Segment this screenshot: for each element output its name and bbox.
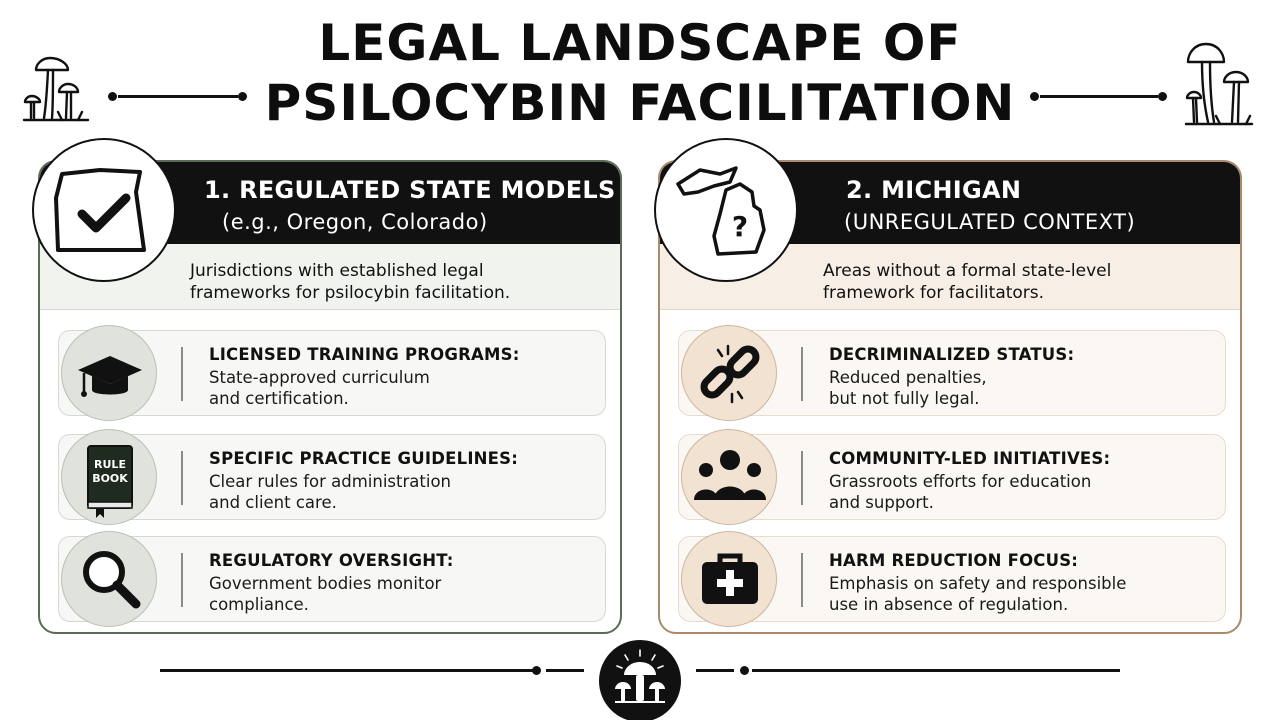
icon-circle [61,531,157,627]
panel-description-text: Jurisdictions with established legal fra… [190,261,511,303]
item-body: Clear rules for administration and clien… [209,472,451,512]
panel-subheading: (UNREGULATED CONTEXT) [844,210,1136,234]
bottom-emblem [599,640,681,720]
item-title: HARM REDUCTION FOCUS: [829,551,1079,570]
page-title-line-2: PSILOCYBIN FACILITATION [264,74,1016,132]
item-divider [181,347,183,401]
footer-divider-right-short [696,669,734,672]
title-divider-left [118,95,238,98]
footer-divider-left-short [546,669,584,672]
item-title: SPECIFIC PRACTICE GUIDELINES: [209,449,519,468]
list-item-licensed-training: LICENSED TRAINING PROGRAMS: State-approv… [58,325,606,421]
mushroom-icon [1184,42,1254,126]
icon-circle [681,429,777,525]
michigan-question-icon: ? [676,166,766,256]
icon-circle [61,325,157,421]
list-item-decriminalized-status: DECRIMINALIZED STATUS: Reduced penalties… [678,325,1226,421]
item-title: COMMUNITY-LED INITIATIVES: [829,449,1111,468]
item-divider [181,553,183,607]
michigan-panel: 2. MICHIGAN (UNREGULATED CONTEXT) Areas … [658,160,1242,634]
rule-book-label: RULE BOOK [92,458,128,485]
icon-circle [681,531,777,627]
title-divider-dot [238,92,247,101]
item-title: LICENSED TRAINING PROGRAMS: [209,345,520,364]
item-title: REGULATORY OVERSIGHT: [209,551,454,570]
item-body: Reduced penalties, but not fully legal. [829,368,987,408]
mushroom-icon [22,56,90,122]
item-divider [801,553,803,607]
title-divider-dot [108,92,117,101]
title-divider-dot [1030,92,1039,101]
list-item-harm-reduction: HARM REDUCTION FOCUS: Emphasis on safety… [678,531,1226,627]
icon-circle [681,325,777,421]
panel-heading: 2. MICHIGAN [846,176,1022,204]
graduation-cap-icon [78,356,142,397]
title-divider-dot [1158,92,1167,101]
list-item-regulatory-oversight: REGULATORY OVERSIGHT: Government bodies … [58,531,606,627]
footer-divider-dot [532,666,541,675]
michigan-question-badge: ? [654,138,798,282]
item-body: Grassroots efforts for education and sup… [829,472,1092,512]
icon-circle: RULE BOOK [61,429,157,525]
list-item-practice-guidelines: RULE BOOK SPECIFIC PRACTICE GUIDELINES: … [58,429,606,525]
footer-divider-right [752,669,1120,672]
list-item-community-initiatives: COMMUNITY-LED INITIATIVES: Grassroots ef… [678,429,1226,525]
item-divider [181,451,183,505]
footer-divider-dot [740,666,749,675]
oregon-checkmark-badge [32,138,176,282]
item-divider [801,451,803,505]
svg-text:?: ? [732,210,748,243]
mushroom-emblem-icon [615,649,665,703]
page-title-line-1: LEGAL LANDSCAPE OF [318,14,962,72]
item-divider [801,347,803,401]
rule-book-icon [87,445,133,518]
footer-divider-left [160,669,535,672]
item-body: Emphasis on safety and responsible use i… [829,574,1127,614]
item-title: DECRIMINALIZED STATUS: [829,345,1075,364]
title-divider-right [1040,95,1158,98]
broken-chain-icon [700,344,760,404]
oregon-checkmark-icon [54,168,146,252]
item-body: State-approved curriculum and certificat… [209,368,430,408]
panel-heading: 1. REGULATED STATE MODELS [204,176,616,204]
first-aid-kit-icon [702,553,758,604]
magnifying-glass-icon [83,551,141,609]
community-icon [694,450,766,500]
panel-description-text: Areas without a formal state-level frame… [823,261,1112,303]
panel-subheading: (e.g., Oregon, Colorado) [222,210,488,234]
item-body: Government bodies monitor compliance. [209,574,442,614]
